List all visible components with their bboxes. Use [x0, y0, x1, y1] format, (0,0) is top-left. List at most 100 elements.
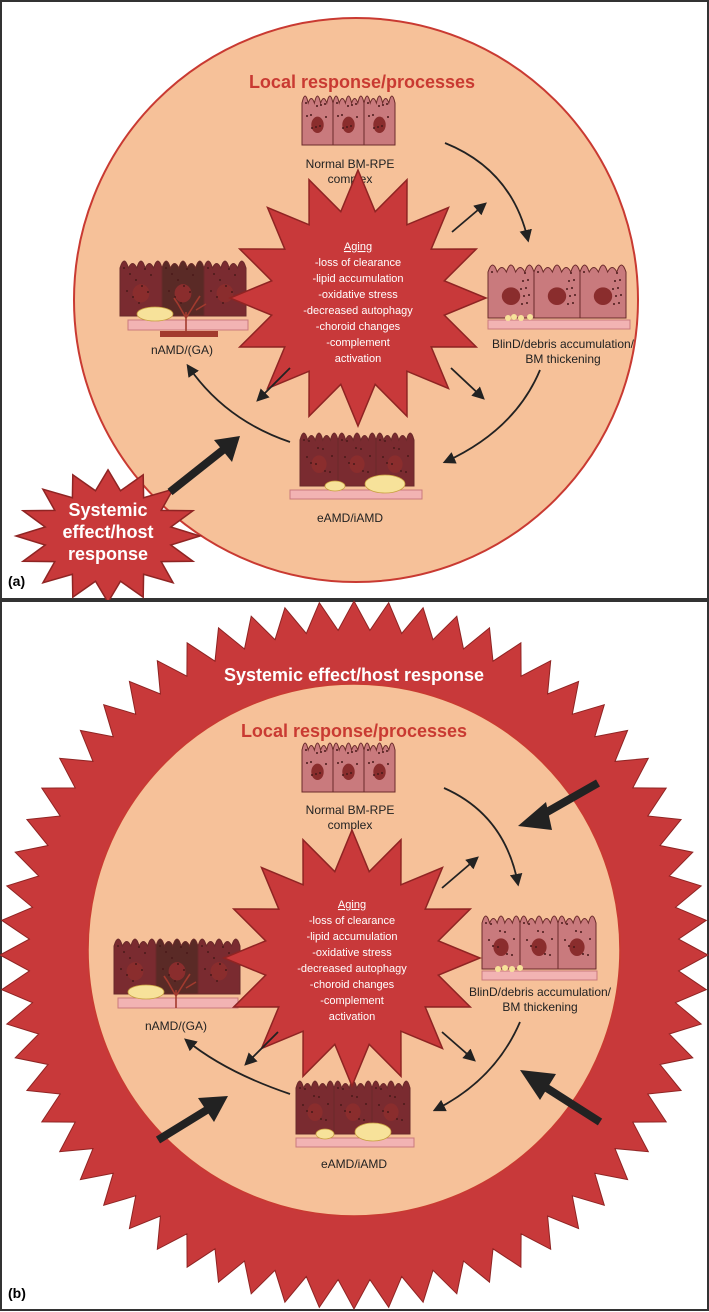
panel-b-blind-nucleus [531, 938, 547, 956]
panel-b-normal-rpe: Normal BM-RPE complex [301, 742, 396, 832]
panel-a-blind-granule [523, 295, 525, 297]
panel-a-blind-granule [616, 272, 618, 274]
panel-a-normal-granule [324, 103, 326, 105]
panel-b-eamd-granule [375, 1087, 377, 1089]
panel-b-normal-granule [342, 774, 344, 776]
panel-a-blind-nucleus [593, 287, 613, 305]
panel-a-local-title: Local response/processes [249, 72, 475, 92]
panel-b-eamd-granule [401, 1119, 403, 1121]
panel-a-blind-granule [528, 294, 530, 296]
panel-b-blind-granule [513, 938, 515, 940]
panel-b-normal-granule [316, 752, 318, 754]
panel-b-arrow-blind-to-eamd [432, 1021, 521, 1112]
panel-b-eamd-nucleus [307, 1103, 323, 1122]
panel-b-normal-granule [355, 750, 357, 752]
panel-a-normal-granule [351, 104, 353, 106]
panel-a-blind-granule [520, 288, 522, 290]
panel-a-aging-item: -choroid changes [316, 321, 401, 333]
panel-b-normal-granule [306, 762, 308, 764]
panel-b-normal-granule [311, 774, 313, 776]
panel-b-namd-granule [117, 945, 119, 947]
panel-a-eamd-granule [315, 463, 317, 465]
panel-a-namd-rpe: nAMD/(GA) [119, 260, 249, 357]
panel-a-eamd-granule [405, 471, 407, 473]
panel-a-eamd-granule [400, 470, 402, 472]
panel-a-normal-granule [368, 115, 370, 117]
panel-a-blind-granule [583, 271, 585, 273]
panel-a-blind-granule [569, 295, 571, 297]
panel-a-eamd-granule [322, 448, 324, 450]
panel-a-namd-granule [147, 291, 149, 293]
panel-b-blind-granule [580, 931, 582, 933]
panel-a-eamd-granule [382, 456, 384, 458]
panel-a-normal-granule [325, 116, 327, 118]
panel-a-aging-item: -oxidative stress [318, 289, 398, 301]
panel-b-eamd-granule [358, 1118, 360, 1120]
panel-a-eamd-granule [341, 439, 343, 441]
panel-b-blind-granule [528, 923, 530, 925]
panel-b-namd-neovessels [163, 973, 197, 1008]
panel-b-namd-granule [207, 951, 209, 953]
panel-a-blind-granule [618, 302, 620, 304]
panel-b-eamd-granule [382, 1110, 384, 1112]
panel-b-eamd-granule [320, 1118, 322, 1120]
panel-a-namd-granule [189, 291, 191, 293]
panel-b-aging-star-shape [222, 828, 482, 1088]
panel-b-normal-granule [341, 761, 343, 763]
panel-a-blind-granule [568, 280, 570, 282]
panel-a-blind-granule [521, 303, 523, 305]
panel-a-normal-nucleus [342, 116, 355, 133]
panel-b-aging-item: -lipid accumulation [306, 931, 397, 943]
panel-a-namd-granule [192, 274, 194, 276]
panel-a-aging-item: -lipid accumulation [312, 273, 403, 285]
panel-a-blind-granule [617, 287, 619, 289]
panel-a-eamd-granule [360, 448, 362, 450]
panel-b-namd-granule [129, 957, 131, 959]
panel-b-eamd-granule [311, 1111, 313, 1113]
panel-b-blind-debris [517, 965, 523, 971]
panel-b-eamd-granule [387, 1111, 389, 1113]
panel-b-blind-granule [551, 938, 553, 940]
panel-b-eamd-granule [365, 1103, 367, 1105]
panel-a-normal-granule [315, 126, 317, 128]
panel-b-blind-granule [492, 945, 494, 947]
panel-a-arrow-normal-to-blind [444, 142, 532, 243]
panel-a-blind-granule [537, 271, 539, 273]
panel-b-blind-granule [497, 946, 499, 948]
panel-b-systemic-arrowhead [520, 1070, 556, 1100]
panel-b-normal-granule [373, 774, 375, 776]
panel-a-aging-item: activation [335, 353, 381, 365]
panel-a-normal-granule [381, 125, 383, 127]
panel-b-systemic-arrow-lower-left [155, 1104, 213, 1144]
panel-b-normal-label-2: complex [328, 818, 373, 832]
panel-a-blind-nucleus [547, 287, 567, 305]
panel-b-namd-granule [126, 974, 128, 976]
panel-a-normal-granule [305, 102, 307, 104]
panel-a-namd-granule [138, 302, 140, 304]
panel-a-eamd-granule [324, 470, 326, 472]
panel-a-eamd-granule [344, 456, 346, 458]
panel-b-namd-granule [141, 969, 143, 971]
panel-a-namd-nucleus [132, 284, 150, 303]
panel-a-eamd-granule [355, 447, 357, 449]
panel-b-blind-membrane [481, 970, 598, 981]
panel-a-namd-granule [168, 290, 170, 292]
panel-b-namd-granule [162, 968, 164, 970]
panel-a-namd-granule [123, 267, 125, 269]
panel-b-arrow-aging-to-eamd [441, 1031, 476, 1062]
panel-a-eamd-rpe: eAMD/iAMD [289, 432, 423, 525]
panel-b-systemic-arrow-upper-right [538, 779, 600, 820]
panel-a-normal-granule [350, 125, 352, 127]
panel-a-namd-granule [135, 279, 137, 281]
panel-b-eamd-nucleus [383, 1103, 399, 1122]
panel-b-aging-title: Aging [338, 899, 366, 911]
panel-b-eamd-rpe: eAMD/iAMD [295, 1080, 415, 1171]
panel-a-eamd-granule [386, 462, 388, 464]
panel-b-blind-rpe: BlinD/debris accumulation/ BM thickening [469, 915, 612, 1014]
panel-a-namd-granule [225, 285, 227, 287]
panel-a-eamd-granule [393, 447, 395, 449]
panel-a-blind-rpe: BlinD/debris accumulation/ BM thickening [487, 264, 635, 366]
panel-b-namd-granule [216, 980, 218, 982]
panel-a-normal-granule [306, 115, 308, 117]
